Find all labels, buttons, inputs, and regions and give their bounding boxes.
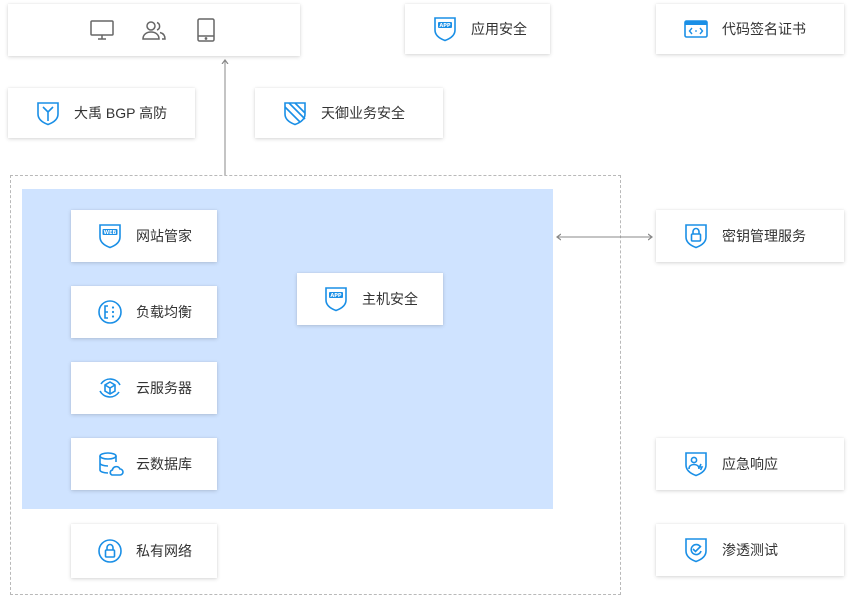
person-shield-icon <box>682 450 710 478</box>
database-cloud-icon <box>96 450 124 478</box>
check-shield-icon <box>682 536 710 564</box>
website-manager-card[interactable]: WEB 网站管家 <box>71 210 217 262</box>
code-certificate-icon <box>682 15 710 43</box>
app-security-card[interactable]: APP 应用安全 <box>405 4 550 54</box>
private-network-card[interactable]: 私有网络 <box>71 524 217 578</box>
cloud-server-label: 云服务器 <box>136 380 192 396</box>
striped-shield-icon <box>281 99 309 127</box>
website-manager-label: 网站管家 <box>136 228 192 244</box>
code-signing-cert-label: 代码签名证书 <box>722 21 806 37</box>
tablet-icon <box>192 16 220 44</box>
penetration-testing-card[interactable]: 渗透测试 <box>656 524 844 576</box>
dayu-bgp-card[interactable]: 大禹 BGP 高防 <box>8 88 195 138</box>
app-shield-icon: APP <box>322 285 350 313</box>
tianyu-business-security-label: 天御业务安全 <box>321 105 405 121</box>
penetration-testing-label: 渗透测试 <box>722 542 778 558</box>
app-security-label: 应用安全 <box>471 21 527 37</box>
svg-text:WEB: WEB <box>104 230 117 236</box>
load-balancer-icon <box>96 298 124 326</box>
private-network-boundary <box>10 175 621 595</box>
cloud-database-label: 云数据库 <box>136 456 192 472</box>
web-shield-icon: WEB <box>96 222 124 250</box>
cube-circle-icon <box>96 374 124 402</box>
tianyu-business-security-card[interactable]: 天御业务安全 <box>255 88 443 138</box>
shield-outline-icon <box>34 99 62 127</box>
host-security-label: 主机安全 <box>362 291 418 307</box>
emergency-response-card[interactable]: 应急响应 <box>656 438 844 490</box>
desktop-icon <box>88 16 116 44</box>
lock-circle-icon <box>96 537 124 565</box>
cloud-database-card[interactable]: 云数据库 <box>71 438 217 490</box>
svg-text:APP: APP <box>330 293 342 299</box>
app-shield-icon: APP <box>431 15 459 43</box>
host-security-card[interactable]: APP 主机安全 <box>297 273 443 325</box>
emergency-response-label: 应急响应 <box>722 456 778 472</box>
cloud-server-card[interactable]: 云服务器 <box>71 362 217 414</box>
kms-label: 密钥管理服务 <box>722 228 806 244</box>
load-balancer-label: 负载均衡 <box>136 304 192 320</box>
lock-shield-icon <box>682 222 710 250</box>
dayu-bgp-label: 大禹 BGP 高防 <box>74 105 168 121</box>
client-devices-card <box>8 4 300 56</box>
private-network-label: 私有网络 <box>136 543 192 559</box>
svg-text:APP: APP <box>439 23 451 29</box>
kms-card[interactable]: 密钥管理服务 <box>656 210 844 262</box>
users-icon <box>140 16 168 44</box>
code-signing-cert-card[interactable]: 代码签名证书 <box>656 4 844 54</box>
load-balancer-card[interactable]: 负载均衡 <box>71 286 217 338</box>
